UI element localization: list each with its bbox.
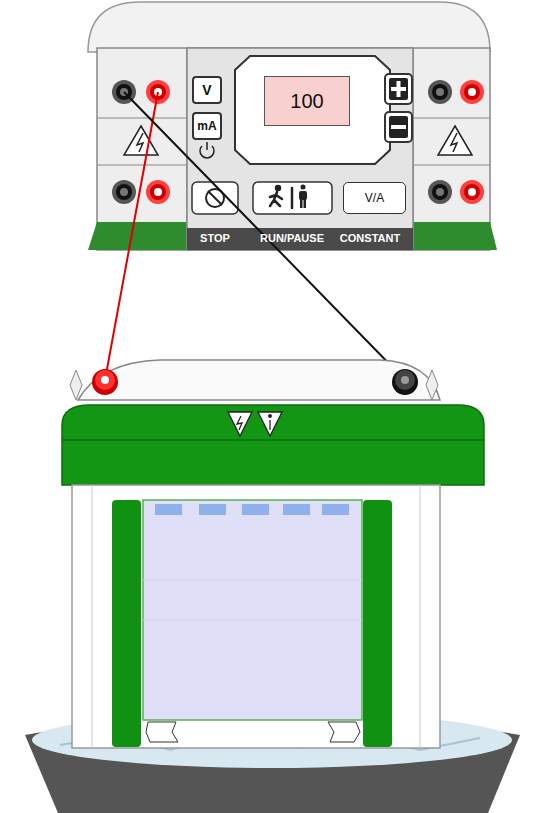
mode-button: V/A bbox=[343, 182, 406, 214]
unit-button: V bbox=[192, 76, 222, 104]
label-strip bbox=[187, 228, 413, 250]
display-screen: 100 bbox=[264, 76, 350, 126]
gel-clamp bbox=[112, 500, 141, 747]
warning-symbol bbox=[124, 126, 472, 155]
supply-foot bbox=[88, 222, 187, 250]
button-text: V bbox=[202, 82, 211, 98]
button-text: mA bbox=[197, 119, 216, 133]
black-lead bbox=[124, 92, 405, 380]
gel bbox=[143, 500, 362, 720]
display-frame bbox=[235, 56, 390, 164]
panel-label: CONSTANT bbox=[340, 232, 400, 244]
stop-button bbox=[192, 182, 238, 214]
button-text: 100 bbox=[290, 90, 323, 113]
control-panel bbox=[187, 48, 413, 250]
power-icon bbox=[200, 142, 214, 158]
panel-label: RUN/PAUSE bbox=[260, 232, 324, 244]
supply-body bbox=[97, 48, 490, 250]
supply-foot bbox=[413, 222, 497, 250]
lid-warning bbox=[228, 412, 282, 436]
electrode bbox=[92, 369, 418, 395]
tank-lid bbox=[62, 405, 484, 485]
gel-clamp bbox=[363, 500, 392, 747]
panel-label: STOP bbox=[200, 232, 230, 244]
gel-well bbox=[155, 504, 349, 515]
lid-top bbox=[78, 360, 440, 400]
adjust-button bbox=[385, 74, 412, 142]
red-lead bbox=[105, 92, 158, 380]
supply-cap bbox=[88, 2, 490, 52]
unit-button: mA bbox=[192, 112, 222, 140]
run-pause-button bbox=[253, 182, 332, 214]
tank-body bbox=[72, 485, 440, 748]
button-text: V/A bbox=[365, 191, 384, 205]
